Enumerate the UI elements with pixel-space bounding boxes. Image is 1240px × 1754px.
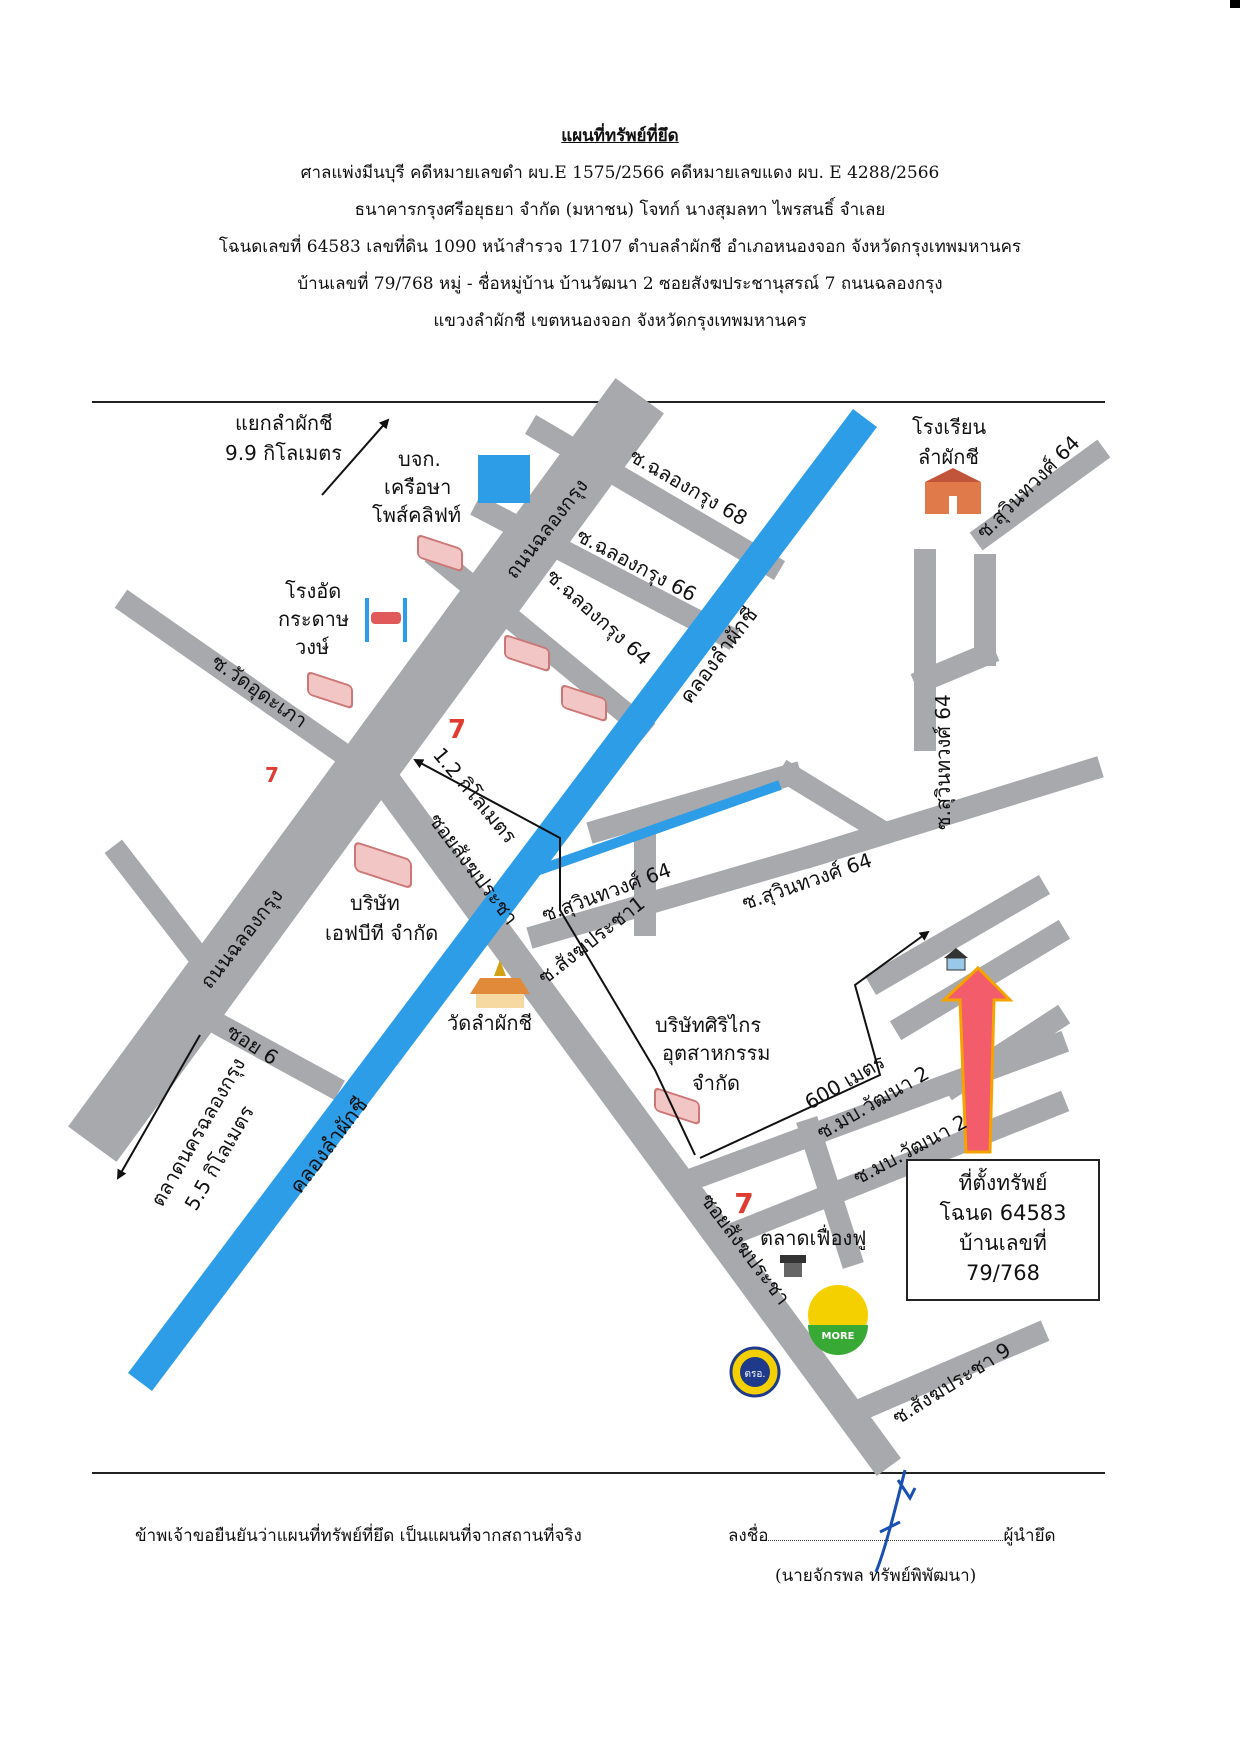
road-wattana-2-lower — [715, 1090, 1070, 1250]
location-box-line4: 79/768 — [966, 1261, 1040, 1285]
canal-lam-phak-chi — [128, 408, 877, 1392]
road-suwinthawong-joint — [910, 640, 1000, 695]
canal-branch — [523, 780, 782, 880]
label-company1-3: โพส์คลิฟท์ — [372, 503, 461, 527]
arrow-600-m — [699, 930, 930, 1159]
signer-name: (นายจักรพล ทรัพย์พิพัฒนา) — [775, 1566, 977, 1586]
signature-mark — [874, 1469, 917, 1573]
road-suwinthawong-bend — [774, 759, 896, 846]
label-paper-2: กระดาษ — [278, 607, 349, 631]
car-lift-icon — [365, 598, 407, 642]
confirmation-text: ข้าพเจ้าขอยืนยันว่าแผนที่ทรัพย์ที่ยึด เป… — [135, 1526, 582, 1546]
factory-icon — [307, 672, 353, 709]
header-line-parties: ธนาคารกรุงศรีอยุธยา จำกัด (มหาชน) โจทก์ … — [354, 200, 886, 220]
label-wat-utakao: ซ.วัดอุดะเภา — [207, 649, 312, 733]
header-line-deed: โฉนดเลขที่ 64583 เลขที่ดิน 1090 หน้าสำรว… — [218, 237, 1022, 257]
header-line-address: บ้านเลขที่ 79/768 หมู่ - ชื่อหมู่บ้าน บ้… — [297, 274, 943, 294]
property-location-box — [906, 1159, 1100, 1301]
svg-text:MORE: MORE — [822, 1331, 855, 1342]
market-icon — [780, 1255, 806, 1277]
road-soi-wat-utakao — [114, 589, 361, 771]
arrow-1-2-km — [413, 759, 561, 880]
label-company2-2: เอฟบีที จำกัด — [325, 921, 438, 945]
road-soi-6 — [205, 1010, 345, 1100]
temple-icon — [470, 960, 530, 1008]
seven-eleven-icon: 7 — [255, 760, 289, 790]
label-company1-1: บจก. — [398, 447, 441, 471]
inspection-logo: ตรอ. — [729, 1346, 781, 1398]
header-line-court: ศาลแพ่งมีนบุรี คดีหมายเลขดำ ผบ.E 1575/25… — [300, 163, 940, 183]
label-temple: วัดลำผักชี — [447, 1011, 532, 1035]
document-header: แผนที่ทรัพย์ที่ยึด ศาลแพ่งมีนบุรี คดีหมา… — [0, 118, 1240, 340]
factory-icon — [417, 535, 463, 572]
school-icon — [925, 468, 981, 514]
label-paper-1: โรงอัด — [285, 579, 341, 603]
label-company2-1: บริษัท — [350, 891, 400, 915]
road-network — [68, 378, 1111, 1476]
road-suwinthawong-top — [969, 439, 1111, 551]
arrow-to-market — [117, 1034, 201, 1180]
label-junction-1: แยกลำผักชี — [235, 411, 333, 435]
pond — [478, 455, 530, 503]
arrow-to-junction — [321, 418, 390, 496]
svg-text:7: 7 — [448, 715, 466, 745]
label-school-2: ลำผักชี — [918, 445, 979, 469]
road-wattana-2-upper — [675, 1030, 1070, 1195]
seven-eleven-icon: 7 — [448, 715, 466, 745]
label-junction-2: 9.9 กิโลเมตร — [225, 441, 342, 465]
property-pointer-arrow — [940, 965, 1014, 1154]
road-left-soi — [104, 839, 221, 981]
house-icon — [944, 948, 968, 971]
signature-dotted-line — [768, 1526, 1004, 1541]
road-soi-sangkha-pracha — [364, 759, 901, 1476]
cj-more-logo: MORE — [808, 1285, 868, 1355]
factory-icons — [307, 535, 700, 1125]
signature-line: ลงชื่อ ผู้นำยึด — [728, 1522, 1056, 1549]
road-soi-68 — [524, 414, 786, 581]
label-suwinthawong-vertical: ซ.สุวินทวงศ์ 64 — [931, 694, 956, 830]
label-siri-1: บริษัทศิริไกร — [655, 1013, 761, 1037]
factory-icon — [504, 635, 550, 672]
label-market2: ตลาดเฟื่องฟู — [760, 1224, 866, 1251]
route-sangkha-segment — [559, 880, 696, 1156]
sign-prefix: ลงชื่อ — [728, 1526, 769, 1546]
road-suwinthawong-upper — [586, 761, 804, 844]
header-line-district: แขวงลำผักชี เขตหนองจอก จังหวัดกรุงเทพมหา… — [433, 311, 807, 331]
property-location-text: ที่ตั้งทรัพย์ โฉนด 64583 บ้านเลขที่ 79/7… — [939, 1168, 1066, 1285]
road-village-soi-a — [864, 874, 1051, 996]
scan-corner-mark — [1230, 0, 1240, 8]
label-school-1: โรงเรียน — [912, 415, 987, 439]
label-siri-2: อุตสาหกรรม — [662, 1041, 770, 1066]
location-box-line2: โฉนด 64583 — [939, 1201, 1066, 1225]
road-suwinthawong-right — [801, 756, 1104, 869]
seven-eleven-icon: 7 — [734, 1187, 753, 1220]
location-box-line3: บ้านเลขที่ — [959, 1228, 1047, 1255]
road-market-soi — [796, 1116, 864, 1269]
document-title: แผนที่ทรัพย์ที่ยึด — [561, 126, 679, 146]
label-paper-3: วงษ์ — [295, 635, 330, 659]
svg-text:7: 7 — [265, 763, 279, 787]
label-siri-3: จำกัด — [692, 1071, 740, 1095]
label-company1-2: เครือษา — [384, 475, 451, 499]
road-sangkha-9 — [845, 1320, 1050, 1425]
location-box-line1: ที่ตั้งทรัพย์ — [958, 1168, 1047, 1195]
road-soi-64 — [424, 544, 656, 741]
road-suwinthawong-lower — [526, 841, 829, 949]
road-soi-66 — [470, 495, 740, 650]
sign-suffix: ผู้นำยึด — [1003, 1526, 1056, 1546]
svg-text:ตรอ.: ตรอ. — [744, 1369, 765, 1380]
factory-icon — [561, 685, 607, 722]
route-arrows — [117, 418, 930, 1180]
factory-icon — [354, 842, 412, 888]
svg-text:7: 7 — [734, 1187, 753, 1220]
